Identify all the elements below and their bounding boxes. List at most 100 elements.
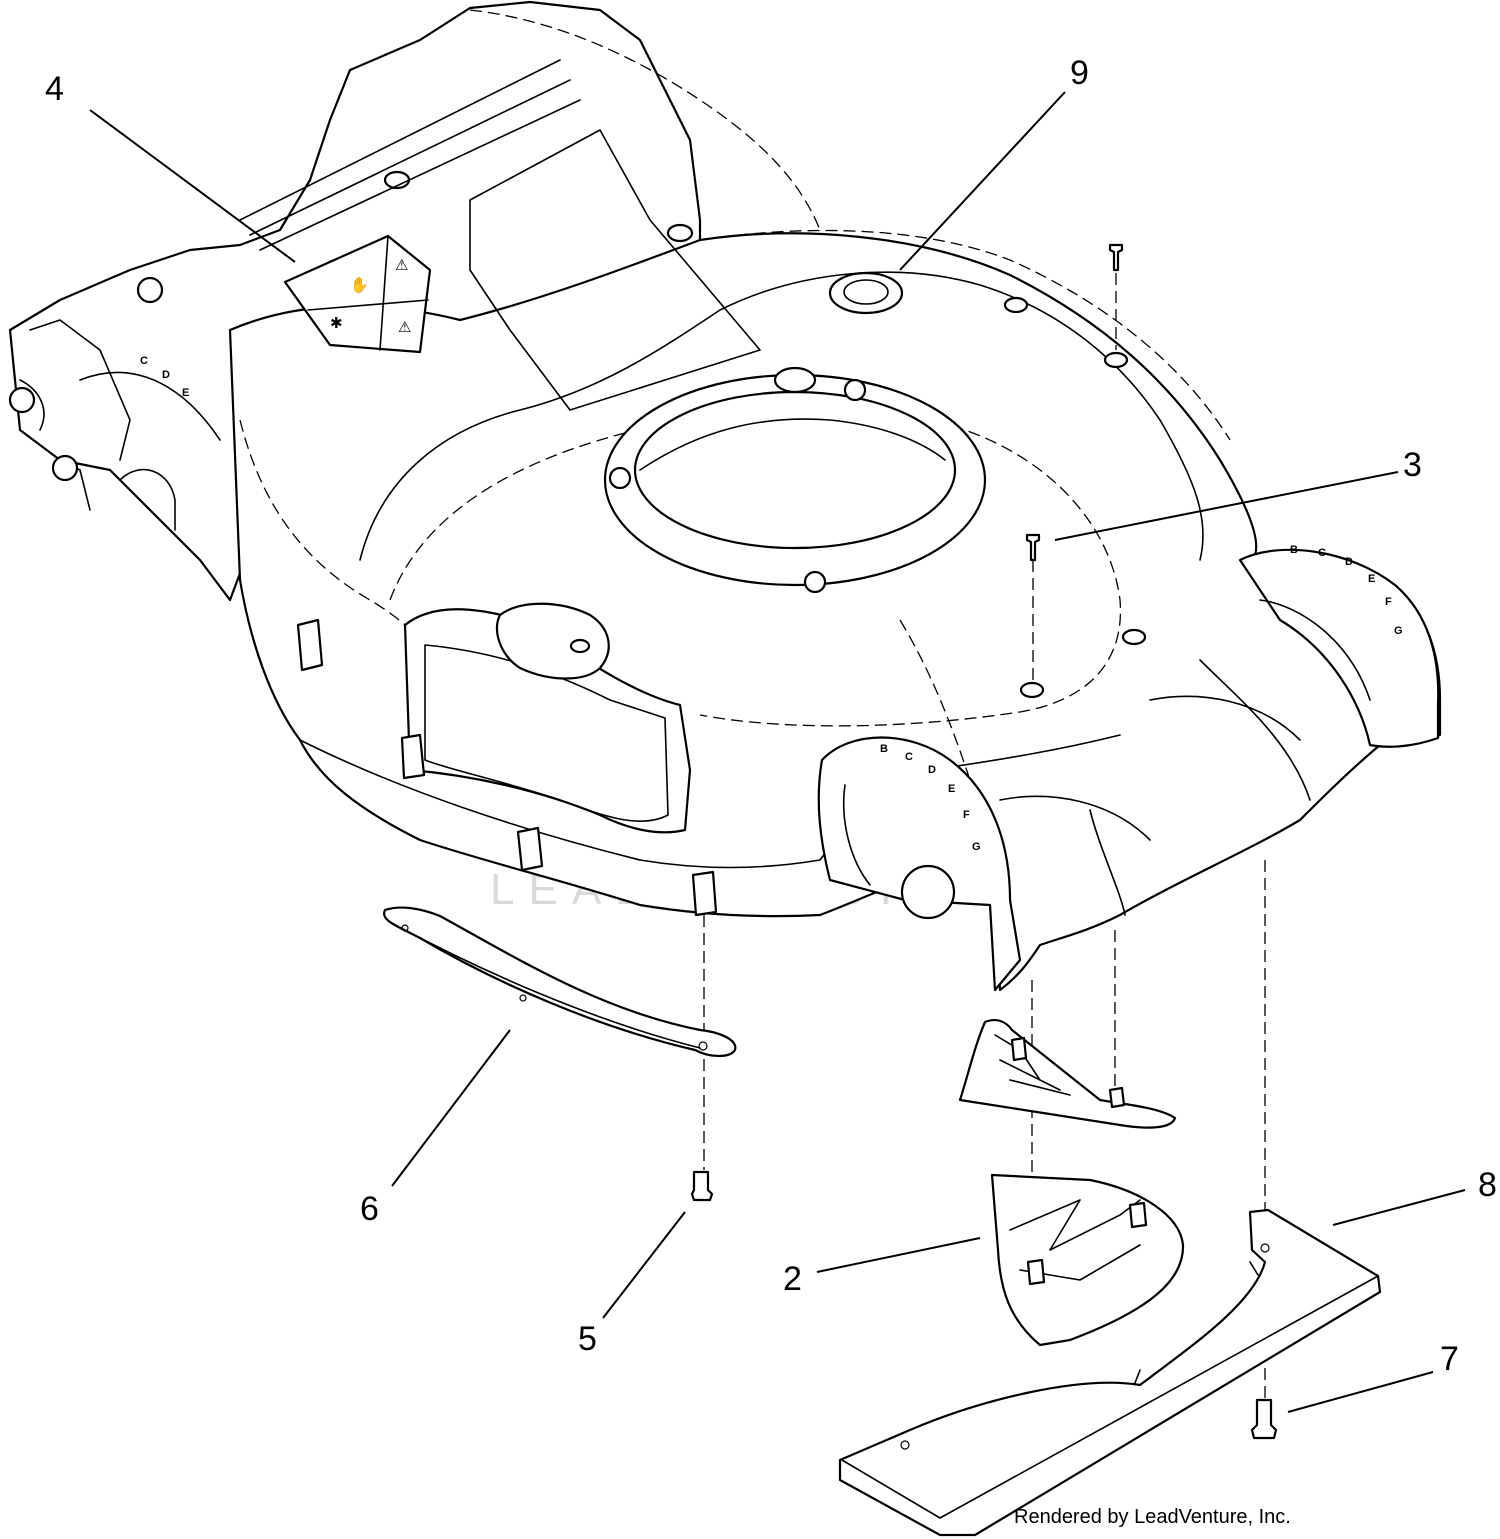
part-8-skid-hole-2 [900,1440,910,1450]
leader-4 [89,109,296,263]
baffle-upper-post-2 [1108,1086,1126,1109]
safety-decal-warning-icon: ⚠ [395,256,408,274]
height-letter-c: C [905,751,913,763]
safety-decal-blade-icon: ✱ [330,314,343,332]
rear-pivot-2 [51,454,79,482]
callout-6: 6 [360,1190,379,1228]
rear-height-letter-c: C [140,355,148,367]
part-8-skid-outline [838,1208,1382,1537]
rear-height-letter-e: E [182,387,189,399]
mount-cap [773,366,817,394]
front-skirt-window [424,644,669,822]
part-8-skid-notch [1134,1261,1259,1384]
rear-height-arc [79,371,221,441]
leader-6 [391,1029,511,1187]
front-wheel-well-right: B C D E F G [1238,544,1440,748]
deck-hidden-outline-rear [469,9,821,231]
part-6-strip [382,906,737,1058]
deck-nut-4 [1019,681,1045,699]
safety-decal: ⚠ ✋ ⚠ ✱ [283,234,432,354]
front-wheel-well-left-inner [842,784,871,886]
deck-hidden-outline-left [239,419,461,701]
height-letter-right-e: E [1368,573,1375,585]
leader-9 [899,91,1066,271]
part-7-bolt [1250,1398,1278,1440]
wash-port [495,602,610,680]
leader-3 [1054,471,1399,541]
front-height-scale-left: B C D E F G [880,743,981,853]
callout-9: 9 [1070,54,1089,92]
front-wheel-well-left-outline [817,736,1022,992]
mount-boss-3 [803,570,827,594]
front-height-scale-right: B C D E F G [1290,544,1403,637]
wash-port-hole [569,638,591,654]
mount-boss-2 [843,378,867,402]
height-letter-right-d: D [1345,556,1353,568]
baffle-upper [958,1019,1177,1129]
safety-decal-outline [283,234,432,354]
part-8-skid-hole-1 [1260,1243,1270,1253]
skirt-tab-2 [400,733,426,780]
upper-housing-opening [469,129,761,411]
skirt-tab-3 [516,826,544,872]
height-letter-right-c: C [1318,547,1326,559]
part-3-screws [1025,243,1124,562]
height-letter-b: B [880,743,888,755]
deck-outer-lip [299,734,1121,869]
discharge-ribs [999,659,1311,916]
deck-nut-2 [1103,351,1129,369]
mower-deck: ⚠ ✋ ⚠ ✱ B C D E F G [8,0,1442,992]
upper-housing-rails [239,59,581,251]
part-6-strip-edge [394,924,701,1049]
callout-3: 3 [1403,446,1422,484]
part-6-hole-1 [401,924,409,932]
baffle-lower-post-2 [1026,1258,1046,1286]
leader-5 [602,1211,686,1319]
render-credit: Rendered by LeadVenture, Inc. [1014,1506,1291,1528]
part-6-hole-3 [698,1041,708,1051]
leaders [89,91,1466,1413]
height-letter-d: D [928,764,936,776]
part-5-bolt [690,1170,714,1202]
part-6-hole-2 [519,994,527,1002]
deck-shell [228,232,1442,992]
rear-pivot-1 [8,386,36,414]
deck-hidden-outline-front [899,619,971,781]
baffle-upper-post-1 [1010,1036,1028,1062]
safety-decal-hand-icon: ✋ [350,276,369,294]
leader-2 [816,1237,981,1273]
deck-nut-5 [666,223,694,243]
leader-8 [1332,1189,1466,1226]
engine-opening-shelf [639,418,946,471]
deck-cover-plug [828,271,904,315]
front-wheel-well-right-inner [1259,599,1371,701]
part-8-skid-top-edge [841,1209,1379,1519]
screw-3-lower [1025,533,1041,562]
leader-7 [1287,1371,1434,1413]
skirt-tab-4 [691,870,718,917]
skirt-tab-1 [296,618,324,672]
part-8-skid [838,1208,1382,1537]
height-letter-right-f: F [1385,596,1392,608]
height-letter-right-b: B [1290,544,1298,556]
part-7-bolt-shape [1250,1398,1278,1440]
height-letter-g: G [972,841,981,853]
callouts: 4 9 3 6 5 2 8 7 [45,54,1497,1378]
deck-dome-edge [359,271,1204,561]
mount-boss-1 [608,466,632,490]
front-wheel-hub-left [900,864,956,920]
callout-4: 4 [45,70,64,108]
baffle-lower-post-1 [1128,1201,1148,1229]
front-skirt-panel [403,608,692,834]
safety-decal-divider [307,235,429,351]
deck-cover-plug-inner [843,279,889,305]
deck-nut-3 [1121,628,1147,646]
safety-decal-foot-icon: ⚠ [398,318,411,336]
callout-7: 7 [1440,1340,1459,1378]
part-5-bolt-shape [690,1170,714,1202]
height-letter-f: F [963,809,970,821]
rear-pivot-3 [136,276,164,304]
rear-height-scale: C D E [140,355,189,399]
deck-hidden-outline-dome [389,406,1122,727]
